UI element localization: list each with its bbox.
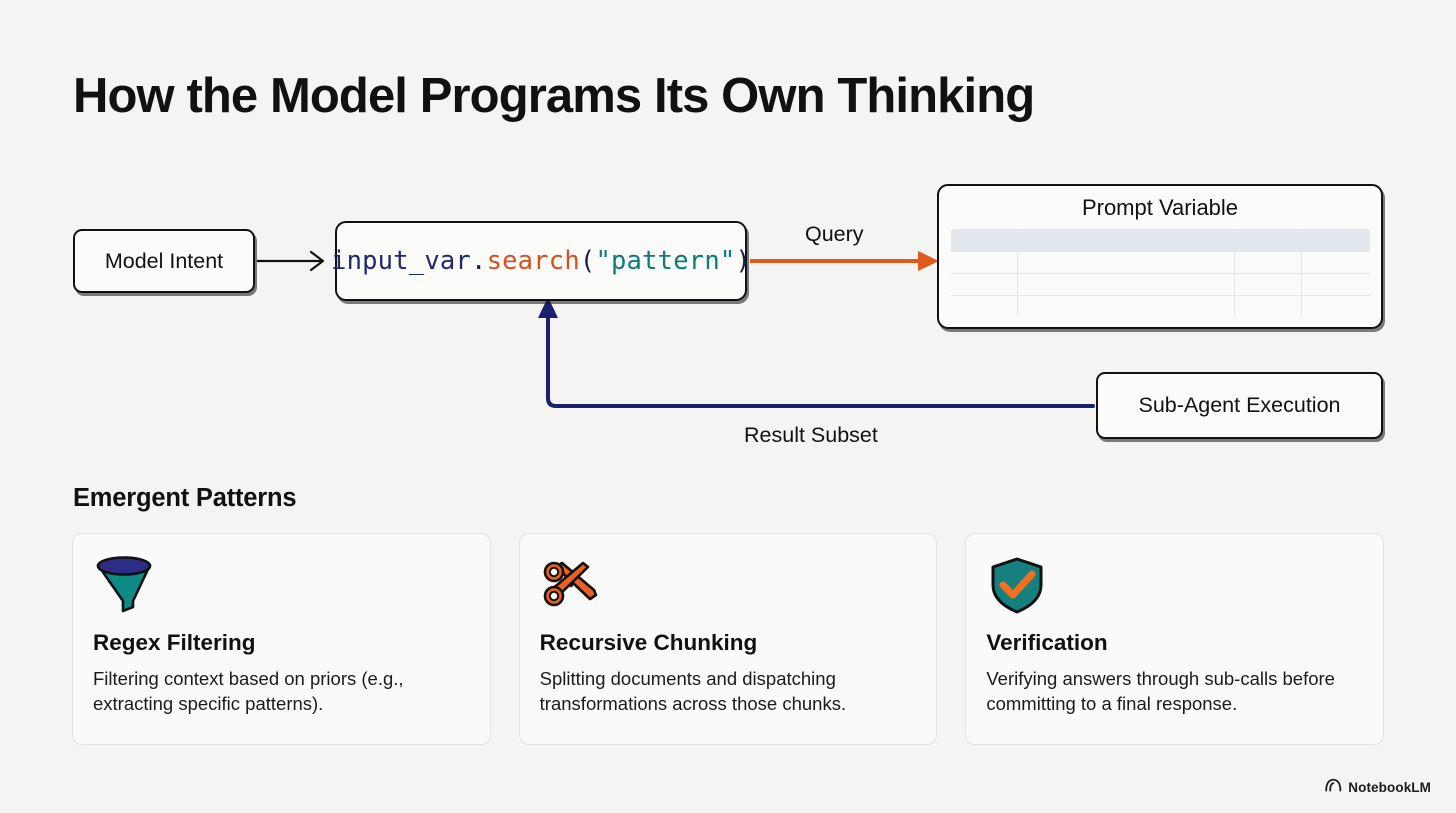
notebooklm-icon	[1325, 778, 1342, 797]
edge-label-query: Query	[805, 222, 864, 246]
pattern-card-list: Regex Filtering Filtering context based …	[72, 533, 1385, 745]
node-model-intent-label: Model Intent	[104, 248, 224, 273]
connector-code-to-prompt-variable	[750, 251, 939, 271]
prompt-variable-title: Prompt Variable	[1081, 195, 1239, 220]
table-row	[950, 251, 1370, 274]
table-cell	[1016, 295, 1235, 317]
table-header-cell	[950, 229, 1018, 252]
table-cell	[1300, 295, 1370, 317]
pattern-card-title: Regex Filtering	[93, 630, 256, 655]
node-prompt-variable[interactable]: Prompt Variable	[937, 184, 1383, 329]
funnel-icon	[93, 554, 470, 616]
table-cell	[1233, 295, 1302, 317]
code-token-string-arg: "pattern"	[595, 246, 736, 276]
page-title: How the Model Programs Its Own Thinking	[73, 69, 1035, 123]
edge-label-result-subset: Result Subset	[744, 423, 878, 447]
table-cell	[1300, 273, 1370, 296]
pattern-card-recursive-chunking[interactable]: Recursive Chunking Splitting documents a…	[518, 533, 938, 745]
connector-intent-to-code	[257, 250, 325, 272]
node-code-expression[interactable]: input_var.search("pattern")	[331, 221, 751, 301]
table-header-row	[950, 229, 1370, 252]
table-cell	[1300, 251, 1370, 274]
code-token-method: search	[486, 246, 580, 276]
notebooklm-brand-name: NotebookLM	[1348, 780, 1431, 795]
pattern-card-description: Verifying answers through sub-calls befo…	[986, 668, 1335, 714]
table-header-cell	[1300, 229, 1370, 252]
pattern-card-title: Verification	[986, 630, 1108, 655]
pattern-card-verification[interactable]: Verification Verifying answers through s…	[965, 533, 1385, 745]
node-model-intent[interactable]: Model Intent	[73, 229, 255, 293]
connector-sub-agent-to-code	[538, 297, 1095, 408]
prompt-variable-table	[949, 228, 1371, 318]
table-header-cell	[1016, 229, 1235, 252]
table-cell	[1016, 251, 1235, 274]
table-cell	[950, 273, 1018, 296]
pattern-card-regex-filtering[interactable]: Regex Filtering Filtering context based …	[72, 533, 491, 745]
code-token-open-paren: (	[579, 246, 596, 276]
section-heading-emergent-patterns: Emergent Patterns	[73, 484, 297, 512]
node-sub-agent-execution[interactable]: Sub-Agent Execution	[1096, 372, 1383, 439]
table-cell	[950, 251, 1018, 274]
table-cell	[1233, 251, 1302, 274]
code-token-variable: input_var	[331, 246, 471, 276]
table-header-cell	[1233, 229, 1302, 252]
code-token-close-paren: )	[735, 246, 751, 276]
node-sub-agent-label: Sub-Agent Execution	[1138, 393, 1341, 417]
pattern-card-description: Splitting documents and dispatching tran…	[539, 668, 847, 714]
table-cell	[1016, 273, 1235, 296]
notebooklm-brand: NotebookLM	[1325, 778, 1431, 797]
code-token-dot: .	[471, 246, 487, 276]
table-cell	[1233, 273, 1302, 296]
pattern-card-description: Filtering context based on priors (e.g.,…	[93, 668, 404, 714]
code-expression: input_var.search("pattern")	[331, 246, 751, 276]
scissors-icon	[540, 554, 917, 616]
table-cell	[950, 295, 1018, 317]
table-row	[950, 273, 1370, 296]
pattern-card-title: Recursive Chunking	[539, 630, 758, 655]
table-row	[950, 295, 1370, 317]
shield-check-icon	[986, 554, 1363, 616]
